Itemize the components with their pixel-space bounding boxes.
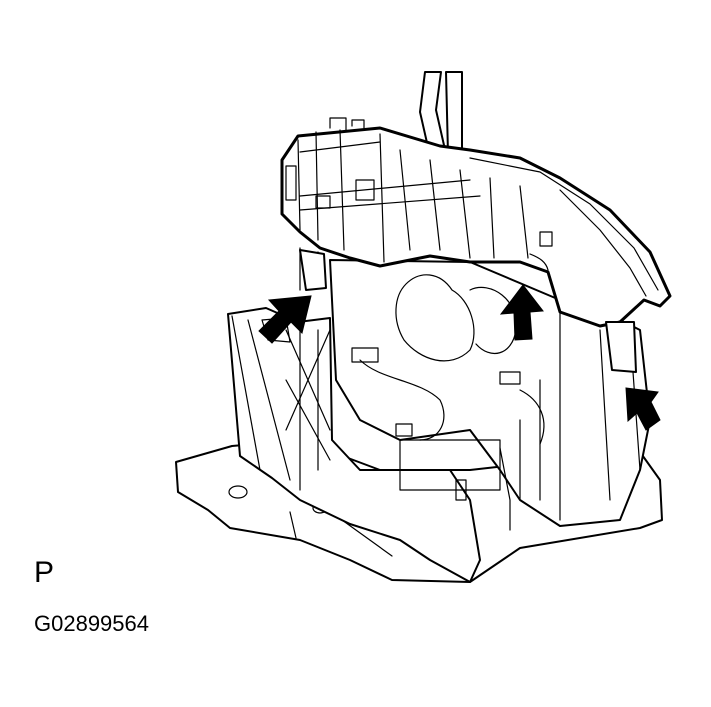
- shift-lever-rod: [419, 71, 463, 157]
- release-arrows: [258, 284, 661, 431]
- release-arrow-left: [258, 295, 312, 344]
- figure-code: G02899564: [34, 611, 149, 636]
- upper-cover: [280, 117, 672, 328]
- position-label: P: [34, 556, 55, 589]
- locking-tabs: [261, 249, 637, 373]
- release-arrow-center: [499, 284, 544, 341]
- release-arrow-right: [625, 387, 661, 431]
